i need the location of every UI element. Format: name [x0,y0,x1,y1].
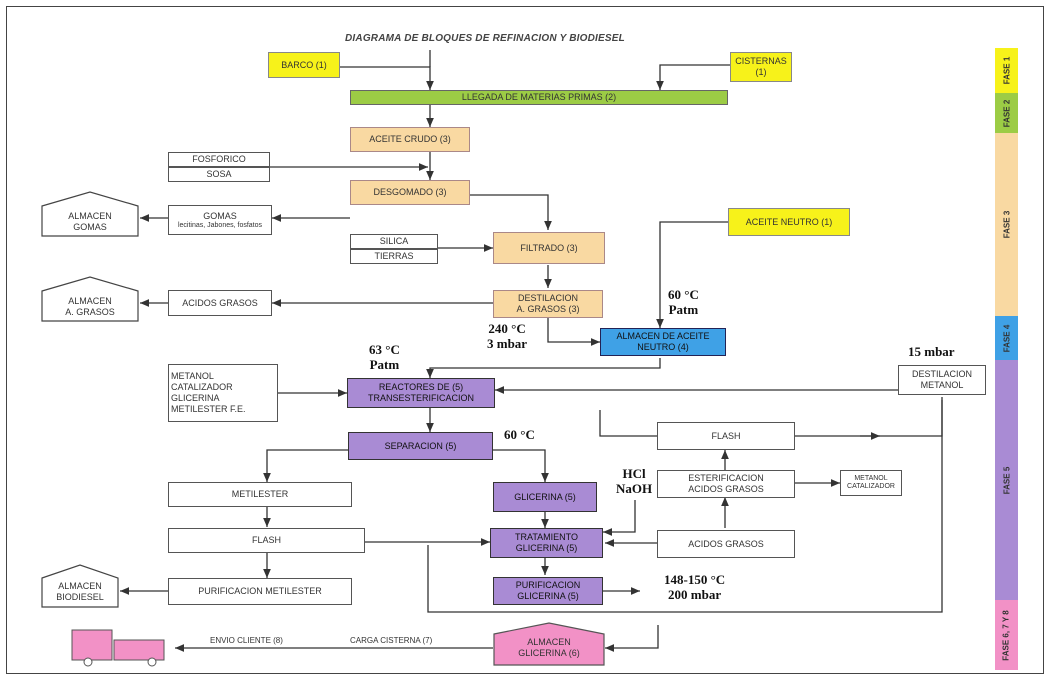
separacion-box: SEPARACION (5) [348,432,493,460]
phase-6-7-8: FASE 6, 7 Y 8 [995,600,1018,670]
phase-3: FASE 3 [995,133,1018,316]
diagram-frame [6,6,1044,674]
silica-box: SILICA [350,234,438,249]
tierras-box: TIERRAS [350,249,438,264]
flash-left-box: FLASH [168,528,365,553]
carga-cisterna-label: CARGA CISTERNA (7) [350,636,433,645]
phase-2: FASE 2 [995,93,1018,133]
phase-4: FASE 4 [995,316,1018,360]
truck-icon [71,629,165,667]
almacen-glicerina-shape [493,622,605,666]
reactores-box: REACTORES DE (5)TRANSESTERIFICACION [347,378,495,408]
fosforico-box: FOSFORICO [168,152,270,167]
purificacion-metilester-box: PURIFICACION METILESTER [168,578,352,605]
phase-1: FASE 1 [995,48,1018,93]
barco-box: BARCO (1) [268,52,340,78]
acidos-grasos-top-box: ACIDOS GRASOS [168,290,272,316]
envio-cliente-label: ENVIO CLIENTE (8) [210,636,283,645]
glicerina-box: GLICERINA (5) [493,482,597,512]
acidos-grasos-bottom-box: ACIDOS GRASOS [657,530,795,558]
flash-right-box: FLASH [657,422,795,450]
almacen-biodiesel-shape [41,564,119,608]
cond-60c: 60 °C [504,427,535,442]
diagram-title: DIAGRAMA DE BLOQUES DE REFINACION Y BIOD… [345,33,625,44]
phase-5: FASE 5 [995,360,1018,600]
filtrado-box: FILTRADO (3) [493,232,605,264]
cond-15mbar: 15 mbar [908,344,955,359]
desgomado-box: DESGOMADO (3) [350,180,470,205]
llegada-materias-primas: LLEGADA DE MATERIAS PRIMAS (2) [350,90,728,105]
almacen-gomas-shape [41,191,139,237]
almacen-agrasos-shape [41,276,139,322]
cisternas-box: CISTERNAS(1) [730,52,792,82]
metilester-box: METILESTER [168,482,352,507]
aceite-crudo-box: ACEITE CRUDO (3) [350,127,470,152]
sosa-box: SOSA [168,167,270,182]
aceite-neutro-box: ACEITE NEUTRO (1) [728,208,850,236]
